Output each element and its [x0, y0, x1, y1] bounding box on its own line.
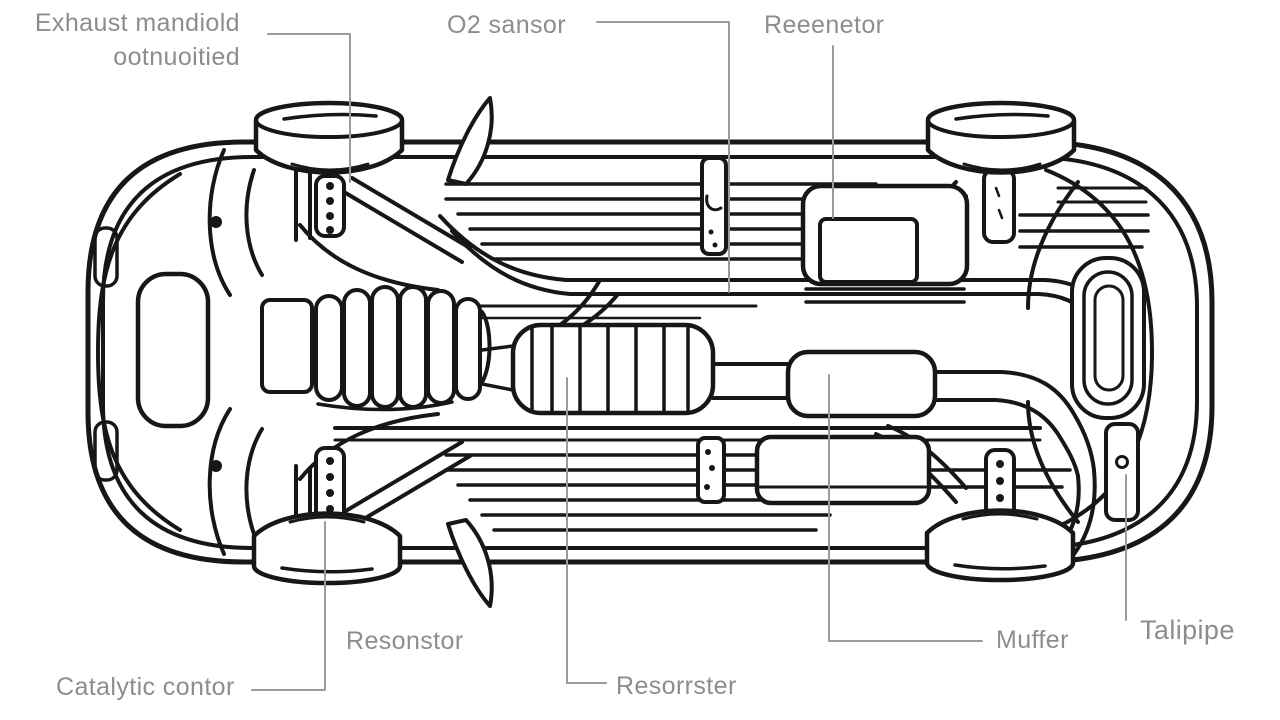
rear-ovals [1070, 256, 1146, 420]
wheel-rear-lower [924, 508, 1076, 583]
tailpipe-label: Talipipe [1140, 615, 1235, 645]
leader-exhaust-manifold [267, 33, 351, 183]
bracket-front-upper [314, 174, 346, 238]
exhaust-manifold-label-line1: Exhaust mandiold [34, 9, 240, 37]
mud-flap-upper [446, 96, 494, 186]
strap-rear-upper [982, 168, 1016, 244]
bracket-center-lower [696, 436, 726, 504]
exhaust-manifold-label-line2: ootnuoitied [113, 43, 240, 71]
resonator-front-label: Resonstor [346, 627, 464, 655]
exhaust-manifold-label: Exhaust mandiold ootnuoitied [18, 6, 240, 74]
leader-muffler [828, 374, 983, 642]
catalytic-converter-label: Catalytic contor [56, 673, 235, 701]
front-bumper-details [93, 172, 222, 532]
wheel-rear-upper [925, 100, 1077, 175]
wheel-front-upper [253, 100, 405, 175]
muffler-body [785, 349, 938, 419]
tailpipe-pipe [927, 370, 1097, 556]
tailpipe-strip [1104, 422, 1140, 522]
generator-label: Reeenetor [764, 11, 885, 39]
floor-ribs [444, 182, 1150, 532]
leader-resonator [566, 377, 607, 684]
wheel-front-lower [251, 511, 403, 586]
suspension-front [207, 148, 472, 556]
rear-muffler-body [754, 434, 932, 506]
resonator-center-label: Resorrster [616, 672, 737, 700]
leader-o2-sensor [596, 21, 730, 293]
resonator-body [510, 322, 790, 416]
leader-catalytic-converter [251, 521, 326, 691]
engine-block [260, 285, 515, 412]
bracket-front-lower [314, 446, 346, 530]
o2-sensor-label: O2 sansor [447, 11, 566, 39]
generator-box [800, 183, 970, 304]
mud-flap-lower [446, 518, 494, 608]
muffler-label: Muffer [996, 626, 1069, 654]
strap-center-upper [700, 156, 728, 256]
